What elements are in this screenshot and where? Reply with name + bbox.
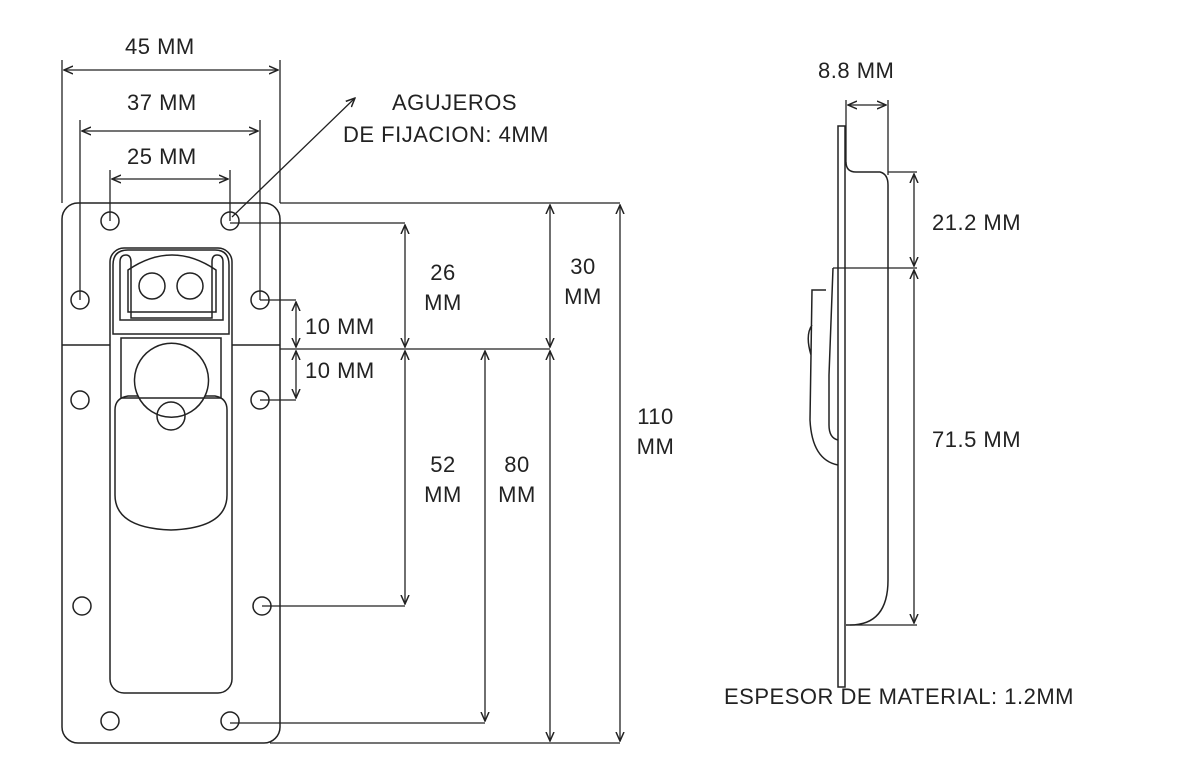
latch-head xyxy=(112,249,230,335)
hole-note-line1: AGUJEROS xyxy=(392,90,518,115)
catch-plate xyxy=(127,254,217,313)
dim-value: 52 xyxy=(430,452,456,477)
dim-10mm-lower: 10 MM xyxy=(305,358,375,383)
dim-value: 80 xyxy=(504,452,530,477)
dim-25mm: 25 MM xyxy=(127,144,197,169)
dim-21-2mm: 21.2 MM xyxy=(932,210,1022,235)
pivot-circle xyxy=(156,401,186,431)
latch-flap xyxy=(114,342,228,531)
front-dimensions xyxy=(61,60,620,744)
dim-value: 30 xyxy=(570,254,596,279)
dim-8-8mm: 8.8 MM xyxy=(818,58,895,83)
hole-note-line2: DE FIJACION: 4MM xyxy=(343,122,550,147)
front-view xyxy=(61,202,281,744)
material-note: ESPESOR DE MATERIAL: 1.2MM xyxy=(724,684,1075,709)
dim-45mm: 45 MM xyxy=(125,34,195,59)
side-plate xyxy=(837,125,846,688)
dim-value: 26 xyxy=(430,260,456,285)
side-view xyxy=(807,100,917,688)
base-plate xyxy=(61,202,281,744)
dim-unit: MM xyxy=(424,290,462,315)
dim-71-5mm: 71.5 MM xyxy=(932,427,1022,452)
dim-10mm-upper: 10 MM xyxy=(305,314,375,339)
dim-unit: MM xyxy=(636,434,675,459)
dim-unit: MM xyxy=(564,284,602,309)
recess xyxy=(109,247,233,694)
dim-unit: MM xyxy=(498,482,536,507)
side-body xyxy=(845,161,889,626)
dim-37mm: 37 MM xyxy=(127,90,197,115)
dim-unit: MM xyxy=(424,482,462,507)
mounting-holes xyxy=(70,211,272,731)
dim-value: 110 xyxy=(637,404,674,429)
